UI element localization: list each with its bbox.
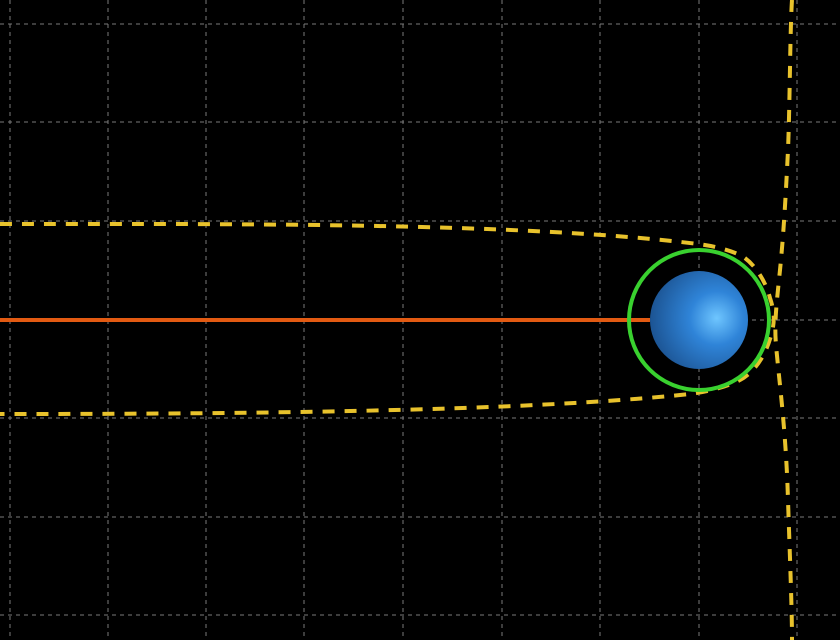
vertical-orbit-path — [773, 0, 794, 640]
upper-lower-orbit-path — [0, 221, 776, 416]
highlight-ring — [627, 248, 771, 392]
planet-sphere-icon — [650, 271, 748, 369]
